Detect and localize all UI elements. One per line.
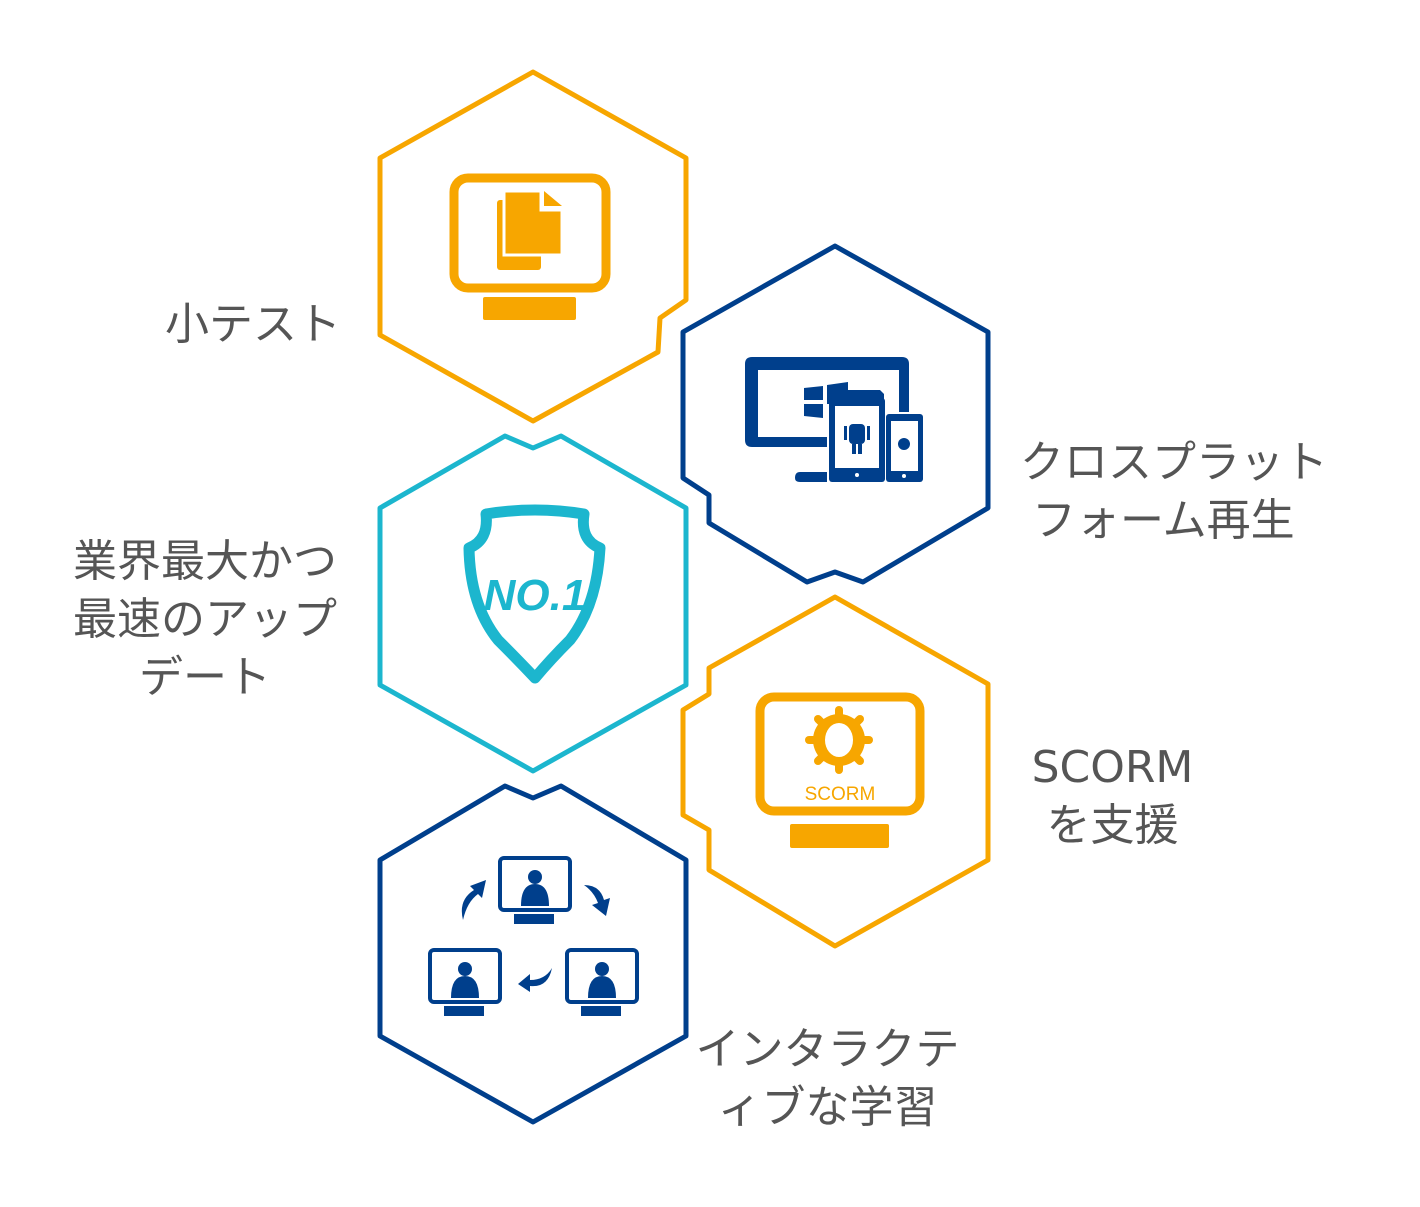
hex-fastest-update (377, 433, 689, 774)
monitor-gear-icon: SCORM (755, 692, 925, 848)
monitor-documents-icon (449, 173, 611, 320)
hex-interactive (377, 783, 689, 1125)
user-monitor-top (498, 856, 572, 924)
label-line: SCORM (1031, 742, 1194, 793)
no1-badge-text: NO.1 (484, 571, 587, 620)
user-monitor-left (428, 948, 502, 1016)
hex-scorm (680, 594, 991, 949)
no1-shield-icon: NO.1 (463, 504, 606, 684)
arrow-up-right-icon (461, 880, 486, 920)
label-fastest-update: 業界最大かつ 最速のアップ デート (45, 533, 365, 707)
label-line: クロスプラット (1020, 437, 1328, 488)
hex-quiz (377, 69, 689, 424)
label-line: 最速のアップ (73, 594, 337, 645)
label-cross-platform: クロスプラット フォーム再生 (1020, 434, 1328, 550)
arrow-left-icon (518, 968, 552, 992)
label-line: ィブな学習 (717, 1082, 938, 1133)
label-line: フォーム再生 (1032, 495, 1295, 546)
label-line: 業界最大かつ (73, 536, 337, 587)
connected-users-icon (428, 856, 639, 1016)
label-quiz: 小テスト (165, 296, 341, 354)
label-line: を支援 (1046, 800, 1179, 851)
user-monitor-right (565, 948, 639, 1016)
label-scorm: SCORM を支援 (1010, 739, 1215, 855)
label-line: デート (139, 652, 271, 703)
label-line: インタラクテ (695, 1024, 960, 1075)
label-interactive: インタラクテ ィブな学習 (680, 1021, 975, 1137)
hex-cross-platform (680, 243, 991, 585)
label-line: 小テスト (165, 299, 341, 350)
arrow-down-right-icon (584, 885, 610, 916)
multi-device-icon (745, 357, 923, 482)
scorm-badge-text: SCORM (805, 784, 876, 805)
